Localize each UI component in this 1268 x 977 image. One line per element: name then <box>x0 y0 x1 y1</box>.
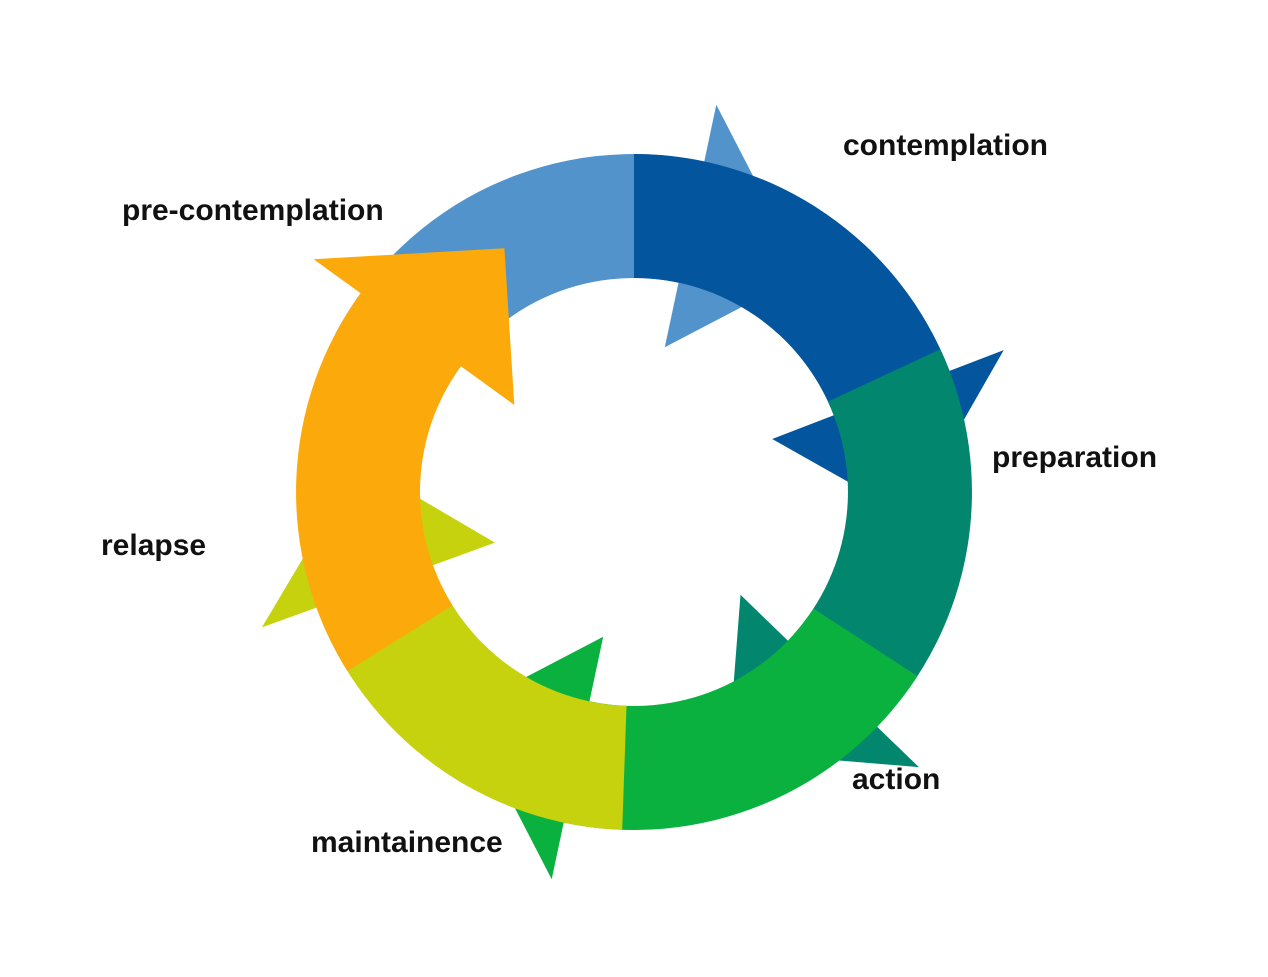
label-action: action <box>852 763 940 796</box>
label-pre-contemplation: pre-contemplation <box>122 194 384 227</box>
label-preparation: preparation <box>992 441 1157 474</box>
cycle-arrows <box>261 104 1004 880</box>
label-relapse: relapse <box>101 529 206 562</box>
label-contemplation: contemplation <box>843 129 1048 162</box>
arrow-relapse <box>296 248 515 672</box>
label-maintainence: maintainence <box>311 826 503 859</box>
